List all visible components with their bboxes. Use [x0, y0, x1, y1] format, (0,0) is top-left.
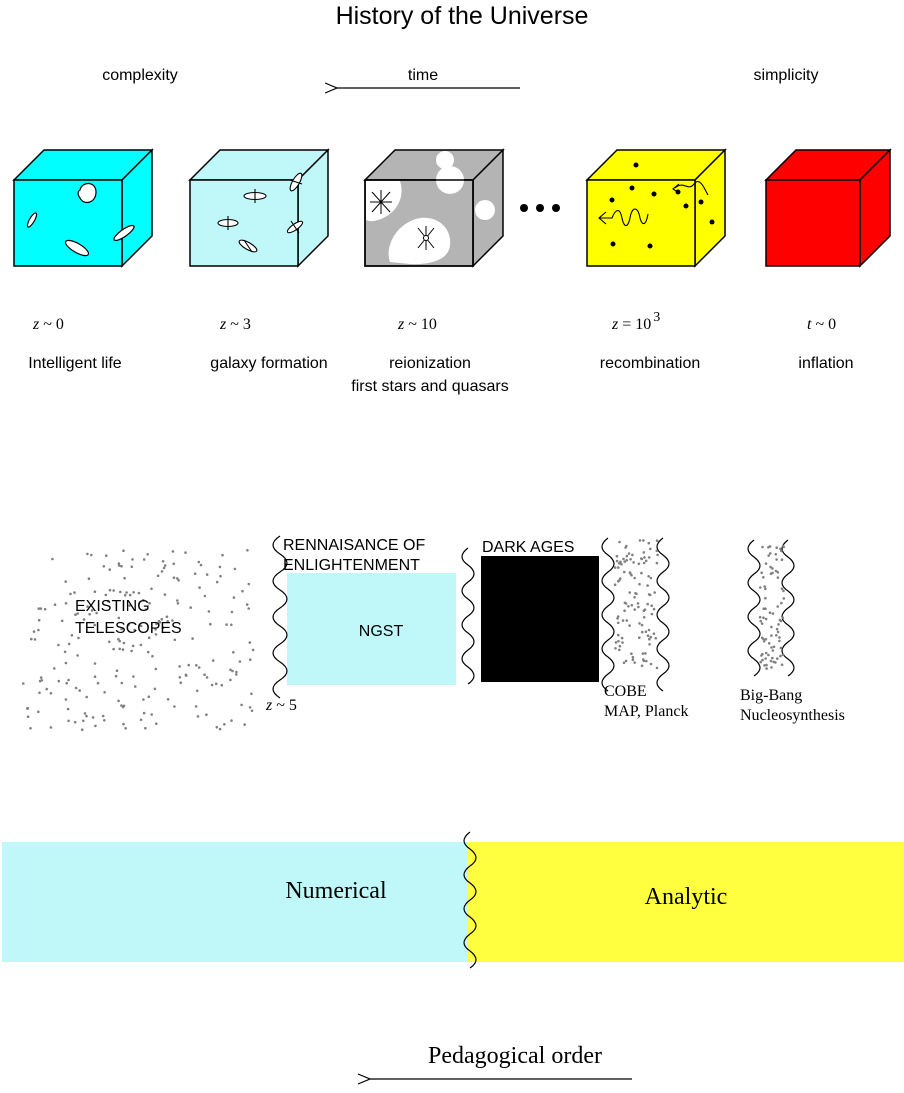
redshift-label-reionization: z~ 10: [397, 316, 437, 333]
dark-ages-box: [481, 556, 599, 682]
ngst-label: NGST: [359, 623, 404, 640]
cube-recombination: [585, 148, 727, 268]
existing-telescopes-scatter: [22, 549, 255, 731]
epoch-sublabel-reionization: first stars and quasars: [351, 378, 508, 395]
existing-telescopes-label-1: EXISTING: [75, 598, 150, 615]
cube-reionization: [363, 148, 505, 268]
existing-telescopes-label-2: TELESCOPES: [75, 620, 182, 637]
ngst-box: [287, 573, 456, 685]
simplicity-label: simplicity: [754, 67, 819, 84]
cobe-band: [601, 537, 670, 692]
complexity-label: complexity: [102, 67, 178, 84]
redshift-label-intelligent-life: z~ 0: [32, 316, 64, 333]
diagram-title: History of the Universe: [336, 2, 589, 30]
renaissance-label-1: RENNAISANCE OF: [283, 537, 425, 554]
methods-wavy-divider: [463, 831, 477, 969]
epoch-label-inflation: inflation: [798, 355, 853, 372]
epoch-label-recombination: recombination: [600, 355, 701, 372]
cube-galaxy-formation: [188, 148, 330, 268]
epoch-label-galaxy-formation: galaxy formation: [210, 355, 327, 372]
bbn-band: [747, 539, 795, 677]
ngst-left-wavy-border: [272, 535, 288, 699]
numerical-label: Numerical: [285, 878, 387, 904]
cube-inflation: [764, 148, 892, 268]
bbn-label-2: Nucleosynthesis: [740, 707, 845, 724]
redshift-label-galaxy-formation: z~ 3: [219, 316, 251, 333]
dark-ages-label: DARK AGES: [482, 539, 574, 556]
z5-label: z~ 5: [265, 697, 297, 714]
pedagogical-order-label: Pedagogical order: [428, 1043, 602, 1069]
ellipsis-dots: [520, 204, 560, 212]
analytic-band: [468, 842, 904, 962]
epoch-label-intelligent-life: Intelligent life: [28, 355, 121, 372]
bbn-label-1: Big-Bang: [740, 687, 802, 704]
time-label: time: [408, 67, 438, 84]
ngst-right-wavy-border: [461, 547, 475, 685]
cobe-label-2: MAP, Planck: [604, 703, 688, 720]
analytic-label: Analytic: [645, 884, 728, 910]
numerical-band: [2, 842, 470, 962]
redshift-label-inflation: t~ 0: [807, 316, 836, 333]
cobe-label-1: COBE: [604, 683, 647, 700]
renaissance-label-2: ENLIGHTENMENT: [283, 557, 420, 574]
epoch-label-reionization: reionization: [389, 355, 471, 372]
cube-intelligent-life: [12, 148, 154, 268]
